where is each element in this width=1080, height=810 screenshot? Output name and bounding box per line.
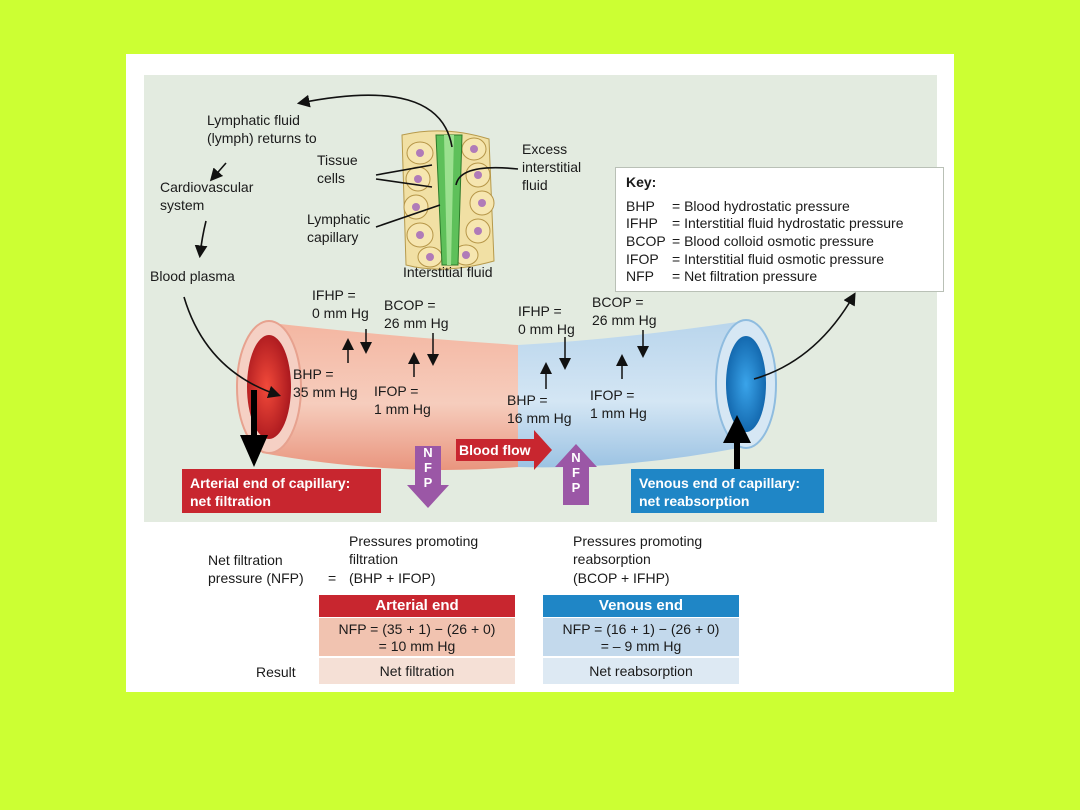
nfp-label-arterial: N F P	[423, 445, 433, 490]
key-row: IFOP= Interstitial fluid osmotic pressur…	[626, 251, 885, 267]
arterial-ifhp-label: IFHP = 0 mm Hg	[312, 287, 369, 321]
key-title: Key:	[626, 174, 657, 190]
nfp-arrow-venous	[555, 444, 597, 505]
arterial-bcop-label: BCOP = 26 mm Hg	[384, 297, 449, 331]
tissue-cells-cluster	[401, 130, 495, 270]
venous-ifhp-label: IFHP = 0 mm Hg	[518, 303, 575, 337]
capillary-illustration	[183, 94, 856, 508]
nfp-equation-label: Net filtration pressure (NFP)	[208, 552, 304, 586]
key-row: IFHP= Interstitial fluid hydrostatic pre…	[626, 215, 904, 231]
result-label: Result	[256, 664, 296, 680]
venous-calculation: NFP = (16 + 1) − (26 + 0) = – 9 mm Hg	[543, 618, 739, 656]
tissue-cells-label: Tissue cells	[317, 152, 358, 186]
venous-end-header: Venous end	[543, 595, 739, 617]
arterial-result: Net filtration	[319, 658, 515, 684]
venous-bhp-label: BHP = 16 mm Hg	[507, 392, 572, 426]
flow-arrows	[183, 94, 856, 399]
slide: Lymphatic fluid (lymph) returns to Cardi…	[126, 54, 954, 692]
reabsorption-arrow-up	[723, 415, 751, 495]
arterial-end-header: Arterial end	[319, 595, 515, 617]
diagram-panel: Lymphatic fluid (lymph) returns to Cardi…	[144, 75, 944, 522]
pressure-arrows	[342, 329, 649, 389]
cardiovascular-system-label: Cardiovascular system	[160, 179, 254, 213]
nfp-label-venous: N F P	[571, 450, 581, 495]
blood-plasma-label: Blood plasma	[150, 268, 235, 284]
filtration-heading: Pressures promoting filtration	[349, 533, 479, 567]
lymphatic-capillary-label: Lymphatic capillary	[307, 211, 371, 245]
arterial-calculation: NFP = (35 + 1) − (26 + 0) = 10 mm Hg	[319, 618, 515, 656]
arterial-bhp-label: BHP = 35 mm Hg	[293, 366, 358, 400]
key-row: BHP= Blood hydrostatic pressure	[626, 198, 850, 214]
interstitial-fluid-label: Interstitial fluid	[403, 264, 493, 280]
key-box: Key: BHP= Blood hydrostatic pressure IFH…	[615, 167, 944, 292]
blood-flow-arrow	[456, 430, 552, 470]
venous-end-banner: Venous end of capillary: net reabsorptio…	[631, 469, 824, 513]
arterial-ifop-label: IFOP = 1 mm Hg	[374, 383, 431, 417]
excess-interstitial-fluid-label: Excess interstitial fluid	[522, 141, 582, 193]
venous-ifop-label: IFOP = 1 mm Hg	[590, 387, 647, 421]
venous-result: Net reabsorption	[543, 658, 739, 684]
reabsorption-heading: Pressures promoting reabsorption	[573, 533, 703, 567]
nfp-arrow-arterial	[407, 446, 449, 508]
lymph-returns-label: Lymphatic fluid (lymph) returns to	[207, 112, 317, 146]
reabsorption-terms: (BCOP + IFHP)	[573, 570, 670, 586]
key-row: BCOP= Blood colloid osmotic pressure	[626, 233, 874, 249]
filtration-arrow-down	[240, 390, 268, 467]
blood-flow-label: Blood flow	[459, 442, 531, 458]
arterial-end-banner: Arterial end of capillary: net filtratio…	[182, 469, 381, 513]
filtration-terms: (BHP + IFOP)	[349, 570, 436, 586]
key-row: NFP= Net filtration pressure	[626, 268, 818, 284]
venous-bcop-label: BCOP = 26 mm Hg	[592, 294, 657, 328]
equals-sign: =	[328, 570, 337, 586]
